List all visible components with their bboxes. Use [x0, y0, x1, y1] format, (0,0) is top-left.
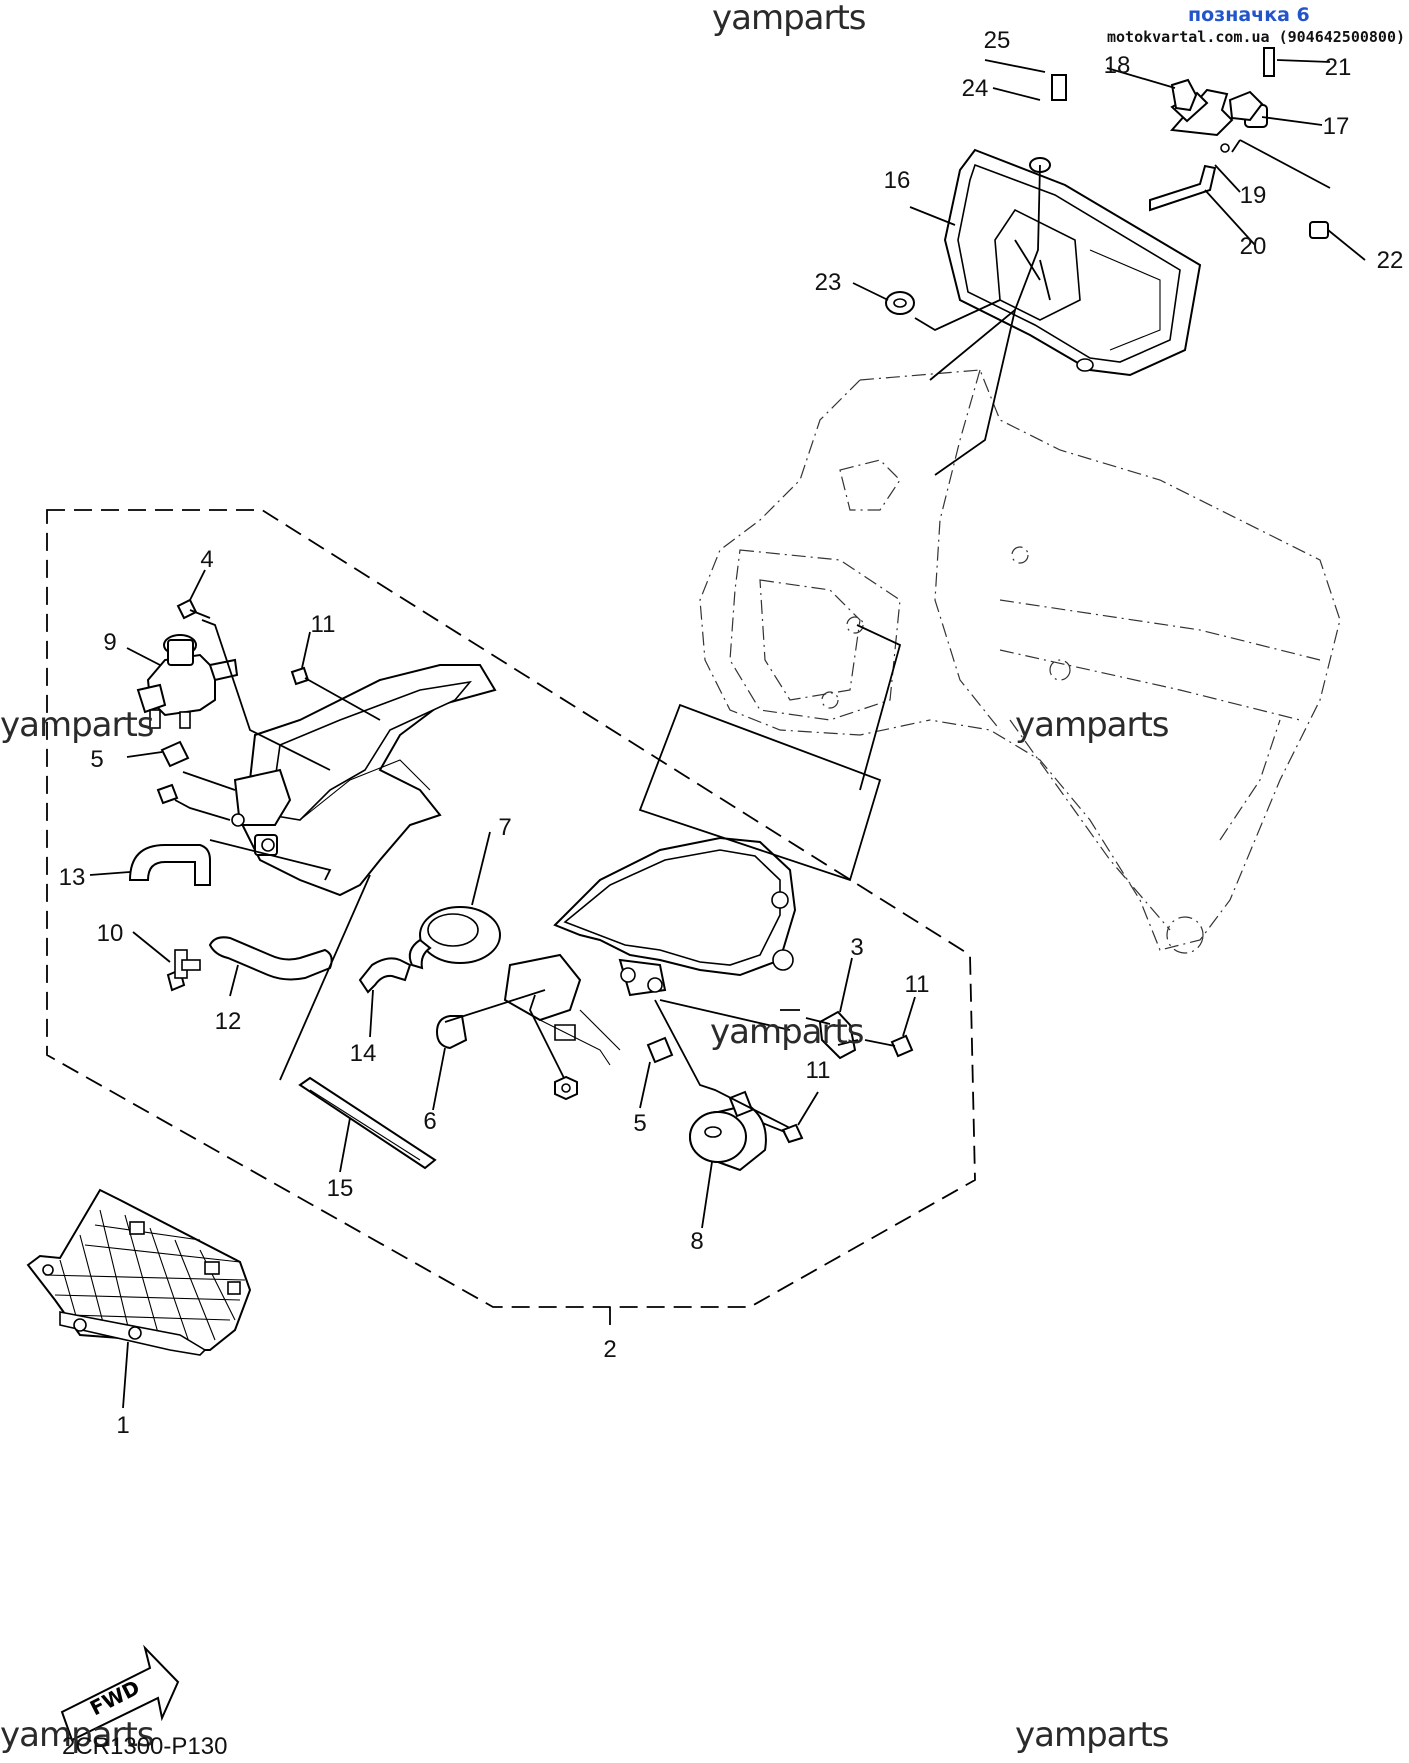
- watermark-bottom-left: yamparts: [0, 1715, 155, 1755]
- right-duct-assembly: [503, 836, 797, 1066]
- callout-19: 19: [1240, 182, 1267, 209]
- callout-10: 10: [97, 920, 124, 947]
- callout-24: 24: [962, 75, 989, 102]
- callout-17: 17: [1323, 113, 1350, 140]
- callout-9: 9: [103, 629, 116, 656]
- callout-4: 4: [200, 546, 213, 573]
- callout-5-right: 5: [633, 1110, 646, 1137]
- callout-25: 25: [984, 27, 1011, 54]
- callout-1: 1: [116, 1412, 129, 1439]
- callout-11-right: 11: [905, 971, 930, 998]
- site-reference: motokvartal.com.ua (904642500800): [1107, 28, 1406, 46]
- callout-21: 21: [1325, 54, 1352, 81]
- callout-2: 2: [603, 1336, 616, 1363]
- diagram-code: 2CR1300-P130: [62, 1733, 228, 1760]
- callout-7: 7: [498, 814, 511, 841]
- callout-13: 13: [59, 864, 86, 891]
- solenoid-9: [136, 619, 331, 771]
- hardware: [128, 598, 914, 1172]
- callout-23: 23: [815, 269, 842, 296]
- air-duct-16: [943, 148, 1202, 377]
- left-duct-assembly: [209, 664, 497, 897]
- assembly-boundary: [46, 509, 976, 1308]
- callout-numbers: 1 2 3 4 5 5 6 7 8 9 10 11 11 11 12 13 14…: [59, 27, 1404, 1439]
- callout-15: 15: [327, 1175, 354, 1202]
- callout-leaders: [89, 59, 1366, 1409]
- callout-6: 6: [423, 1108, 436, 1135]
- watermark-top: yamparts: [712, 0, 867, 38]
- callout-3: 3: [850, 934, 863, 961]
- watermark-middle-right: yamparts: [1015, 705, 1170, 745]
- label-tag: позначка 6: [1188, 4, 1310, 26]
- callout-5-left: 5: [90, 746, 103, 773]
- watermark-middle-left: yamparts: [0, 705, 155, 745]
- callout-11-lower: 11: [806, 1057, 831, 1084]
- callout-20: 20: [1240, 233, 1267, 260]
- callout-11-upper: 11: [311, 611, 336, 638]
- callout-16: 16: [884, 167, 911, 194]
- watermark-center: yamparts: [710, 1012, 865, 1052]
- parts-17-25: [885, 47, 1331, 476]
- watermark-bottom-right: yamparts: [1015, 1715, 1170, 1755]
- callout-18: 18: [1104, 52, 1131, 79]
- frame-outline: [699, 369, 1341, 954]
- callout-14: 14: [350, 1040, 377, 1067]
- callout-22: 22: [1377, 247, 1404, 274]
- callout-12: 12: [215, 1008, 242, 1035]
- callout-8: 8: [690, 1228, 703, 1255]
- mesh-panel-1: [26, 1188, 252, 1356]
